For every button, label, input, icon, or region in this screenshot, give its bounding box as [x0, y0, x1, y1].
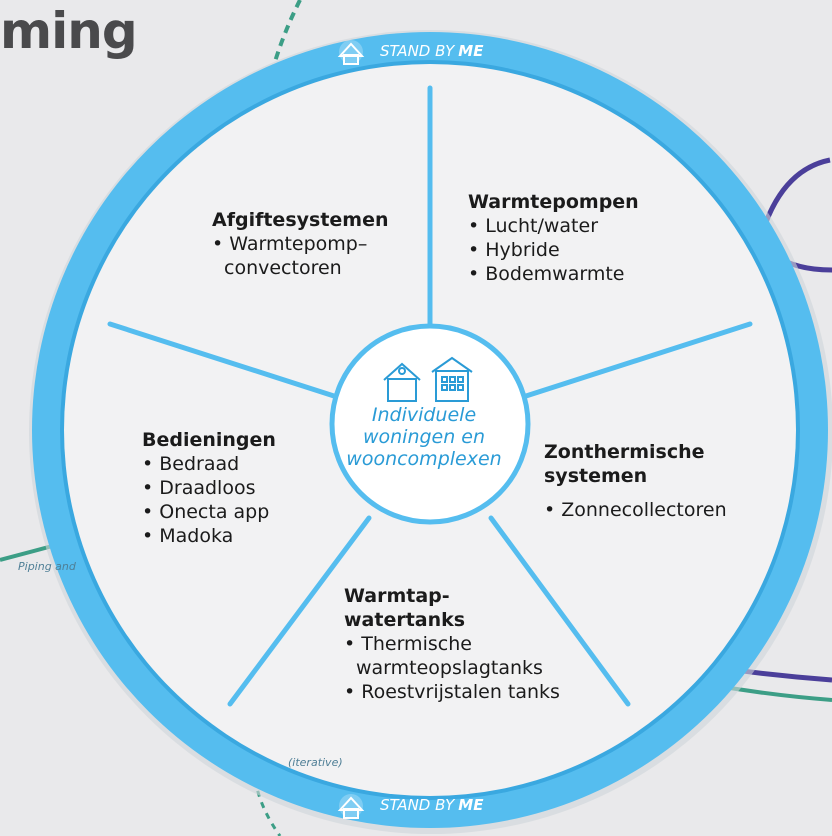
segment-warmtepompen: Warmtepompen • Lucht/water • Hybride • B… [468, 190, 639, 286]
segment-item: • Onecta app [142, 501, 270, 523]
segment-item: warmteopslagtanks [356, 657, 543, 679]
spoke-bottom-left [227, 515, 372, 707]
apartment-building-icon [431, 356, 473, 402]
segment-item: • Bodemwarmte [468, 263, 625, 285]
center-label: Individuele woningen en wooncomplexen [334, 404, 514, 470]
brand-text: STAND BY [380, 796, 455, 814]
segment-title: watertanks [344, 609, 466, 631]
segment-title: Bedieningen [142, 429, 276, 451]
center-line: wooncomplexen [346, 448, 502, 470]
brand-emph: ME [458, 42, 484, 60]
spoke-bottom-right [488, 515, 631, 707]
segment-item: • Warmtepomp– [212, 233, 368, 255]
segment-item: • Hybride [468, 239, 560, 261]
segment-title: Warmtepompen [468, 191, 639, 213]
center-line: Individuele [371, 404, 477, 426]
segment-title: Afgiftesystemen [212, 209, 389, 231]
background-label-piping: Piping and [18, 560, 76, 573]
segment-afgiftesystemen: Afgiftesystemen • Warmtepomp– convectore… [212, 208, 389, 280]
segment-item: • Madoka [142, 525, 234, 547]
segment-item: • Lucht/water [468, 215, 599, 237]
spoke-left [107, 321, 337, 399]
house-icon [383, 362, 421, 402]
segment-item: convectoren [224, 257, 342, 279]
center-line: woningen en [362, 426, 486, 448]
page-heading: ming [0, 2, 138, 60]
brand-text: STAND BY [380, 42, 455, 60]
segment-item: • Thermische [344, 633, 472, 655]
segment-title: Warmtap- [344, 585, 450, 607]
segment-item: • Bedraad [142, 453, 240, 475]
segment-zonthermische-systemen: Zonthermische systemen • Zonnecollectore… [544, 440, 727, 522]
segment-title: Zonthermische [544, 441, 705, 463]
spokes [107, 85, 753, 707]
spoke-right [523, 321, 753, 399]
center-hub [329, 323, 531, 525]
segment-item: • Roestvrijstalen tanks [344, 681, 560, 703]
segment-item: • Draadloos [142, 477, 256, 499]
background-label-iterative: (iterative) [288, 756, 343, 769]
brand-badge-bottom [337, 794, 365, 819]
segment-bedieningen: Bedieningen • Bedraad • Draadloos • Onec… [142, 428, 276, 548]
segment-item: • Zonnecollectoren [544, 499, 727, 521]
brand-emph: ME [458, 796, 484, 814]
brand-badge-top [337, 40, 365, 65]
segment-title: systemen [544, 465, 648, 487]
segment-warmtap-watertanks: Warmtap- watertanks • Thermische warmteo… [344, 584, 560, 704]
